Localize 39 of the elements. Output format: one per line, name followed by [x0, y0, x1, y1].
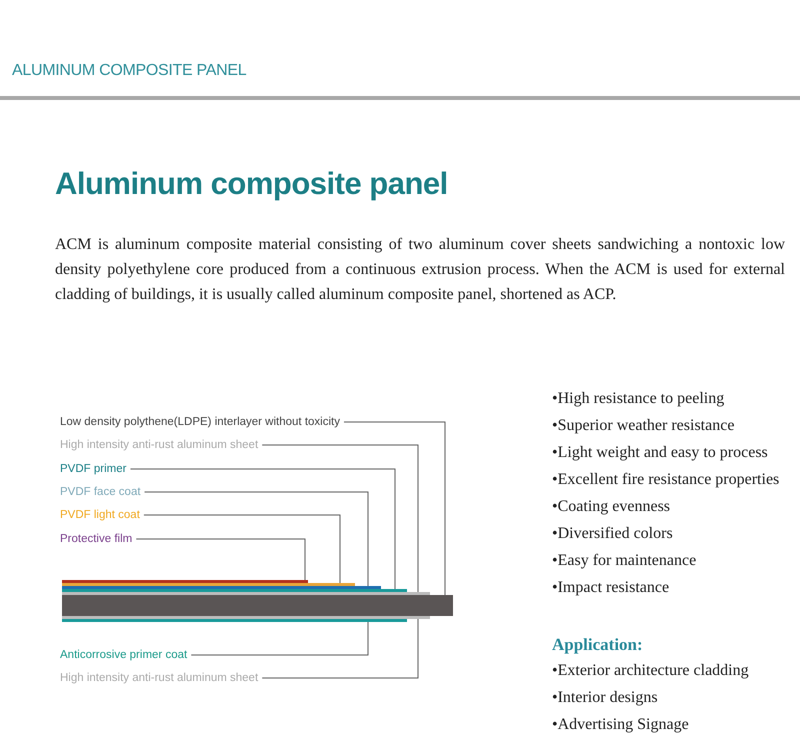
leader-line: [262, 618, 418, 678]
application-item: •Exterior architecture cladding: [552, 662, 749, 680]
feature-item: •Impact resistance: [552, 579, 670, 597]
section-heading: Application:: [552, 635, 643, 655]
panel-layer: [62, 586, 381, 589]
panel-layer: [62, 589, 407, 592]
panel-layer: [62, 595, 453, 616]
description-paragraph: ACM is aluminum composite material consisting of two aluminum cover sheets sandwiching a nontoxic low density polyethylene core produced from a continuous extrusion process. When the ACM is used for external cladding of buildings, it is usually called aluminum composite panel, shortened as ACP.: [55, 235, 785, 305]
panel-layer: [62, 592, 430, 595]
leader-line: [343, 422, 446, 596]
application-item: •Interior designs: [552, 689, 658, 707]
leader-line: [190, 622, 368, 656]
feature-item: •Superior weather resistance: [552, 417, 734, 435]
leader-line: [130, 468, 396, 590]
panel-layer: [62, 583, 355, 586]
layer-label: Low density polythene(LDPE) interlayer without toxicity: [60, 416, 340, 428]
feature-item: •Coating evenness: [552, 498, 670, 516]
leader-line: [136, 538, 306, 580]
layer-label: PVDF primer: [60, 463, 126, 475]
leader-line: [262, 444, 418, 592]
layer-label: PVDF light coat: [60, 509, 140, 521]
feature-item: •Light weight and easy to process: [552, 444, 768, 462]
leader-line: [143, 514, 340, 584]
feature-item: •Diversified colors: [552, 525, 673, 543]
panel-layer: [62, 616, 430, 619]
panel-layer: [62, 580, 308, 583]
title: Aluminum composite panel: [55, 166, 448, 202]
feature-item: •Excellent fire resistance properties: [552, 471, 780, 489]
feature-item: •High resistance to peeling: [552, 390, 724, 408]
application-item: •Advertising Signage: [552, 716, 689, 734]
layer-label: PVDF face coat: [60, 486, 141, 498]
layer-label: High intensity anti-rust aluminum sheet: [60, 672, 258, 684]
leader-line: [144, 492, 368, 586]
layer-label: Anticorrosive primer coat: [60, 649, 188, 661]
layer-label: Protective film: [60, 533, 132, 545]
layer-label: High intensity anti-rust aluminum sheet: [60, 439, 258, 451]
tagline: ALUMINUM COMPOSITE PANEL: [12, 62, 246, 80]
panel-layer: [62, 619, 407, 622]
feature-item: •Easy for maintenance: [552, 552, 696, 570]
